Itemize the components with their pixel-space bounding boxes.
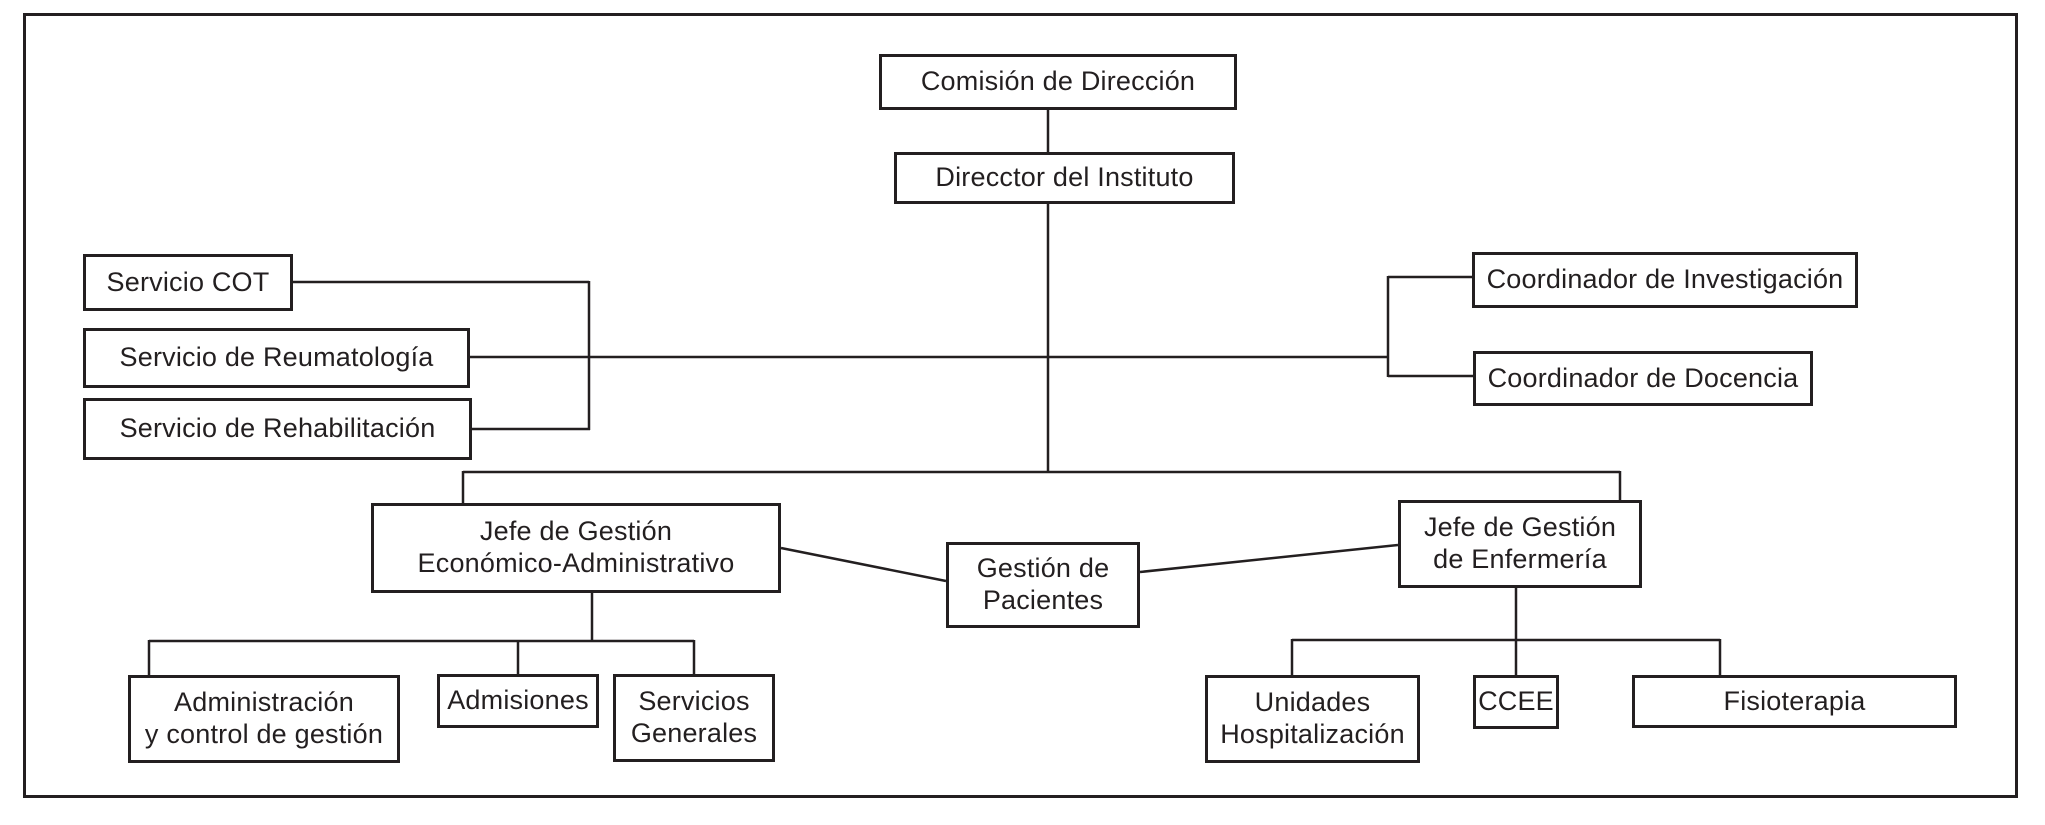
node-ccee: CCEE bbox=[1473, 675, 1559, 729]
node-servicio-de-reumatologia: Servicio de Reumatología bbox=[83, 328, 470, 388]
node-jefe-gestion-economico-administrativo: Jefe de Gestión Económico-Administrativo bbox=[371, 503, 781, 593]
node-comision-de-direccion: Comisión de Dirección bbox=[879, 54, 1237, 110]
node-servicio-cot: Servicio COT bbox=[83, 254, 293, 311]
node-unidades-hospitalizacion: Unidades Hospitalización bbox=[1205, 675, 1420, 763]
figure-border bbox=[23, 13, 2018, 798]
node-coordinador-de-investigacion: Coordinador de Investigación bbox=[1472, 252, 1858, 308]
node-servicio-de-rehabilitacion: Servicio de Rehabilitación bbox=[83, 398, 472, 460]
node-coordinador-de-docencia: Coordinador de Docencia bbox=[1473, 351, 1813, 406]
node-gestion-de-pacientes: Gestión de Pacientes bbox=[946, 542, 1140, 628]
node-servicios-generales: Servicios Generales bbox=[613, 674, 775, 762]
connector-diagonal-enfermeria-pacientes bbox=[1139, 543, 1399, 574]
node-jefe-gestion-enfermeria: Jefe de Gestión de Enfermería bbox=[1398, 500, 1642, 588]
connector-diagonal-economico-pacientes bbox=[780, 546, 947, 583]
node-admisiones: Admisiones bbox=[437, 674, 599, 728]
node-fisioterapia: Fisioterapia bbox=[1632, 675, 1957, 728]
node-director-del-instituto: Direcctor del Instituto bbox=[894, 152, 1235, 204]
node-administracion-y-control-de-gestion: Administración y control de gestión bbox=[128, 675, 400, 763]
